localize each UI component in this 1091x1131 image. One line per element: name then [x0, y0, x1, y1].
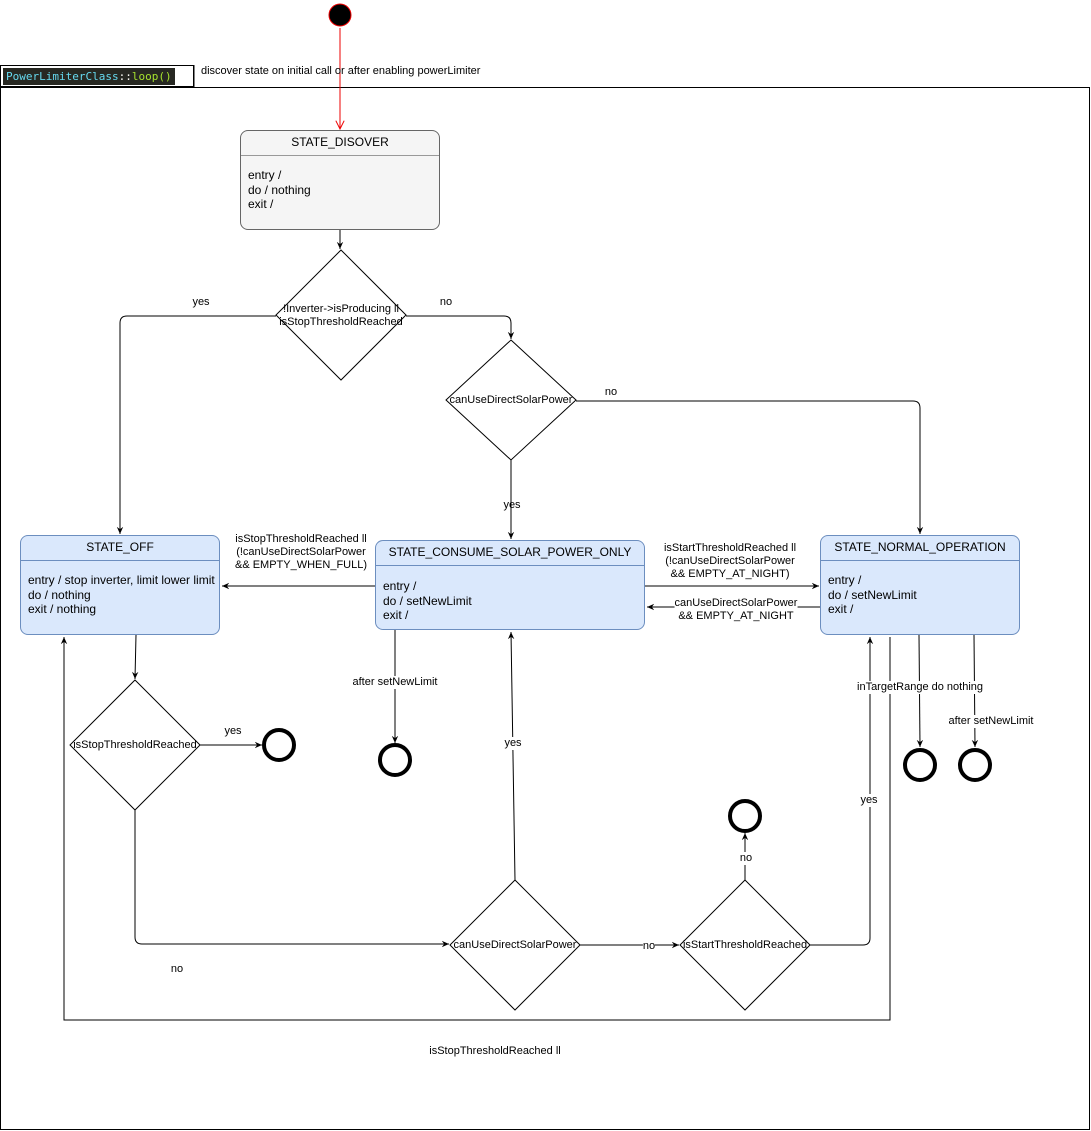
state-consume-solar[interactable]: STATE_CONSUME_SOLAR_POWER_ONLY entry / d… — [375, 540, 645, 630]
label-solar-after: after setNewLimit — [352, 676, 438, 689]
state-off-do: do / nothing — [28, 587, 91, 602]
edge-d1-no — [406, 315, 515, 339]
label-solar-to-normal-2: (!canUseDirectSolarPower — [665, 555, 795, 567]
final-node-normal-1 — [903, 748, 937, 782]
frame-border — [0, 87, 1090, 1130]
state-normal-do: do / setNewLimit — [828, 587, 917, 602]
state-normal-operation[interactable]: STATE_NORMAL_OPERATION entry / do / setN… — [820, 535, 1020, 635]
code-label: PowerLimiterClass::loop() — [3, 68, 175, 85]
label-d3-no: no — [170, 963, 184, 975]
label-d2-no: no — [604, 386, 618, 398]
frame-caption: discover state on initial call or after … — [201, 65, 481, 77]
label-in-target-range: inTargetRange do nothing — [857, 681, 983, 694]
frame-tab: PowerLimiterClass::loop() — [0, 65, 194, 87]
decision-d1-line1: !Inverter->isProducing ll — [283, 303, 399, 315]
label-d5-no: no — [739, 852, 753, 865]
code-class: PowerLimiterClass — [6, 70, 119, 83]
state-discover[interactable]: STATE_DISOVER entry / do / nothing exit … — [240, 130, 440, 230]
label-normal-to-solar-2: && EMPTY_AT_NIGHT — [678, 610, 794, 622]
label-solar-to-off-1: isStopThresholdReached ll — [235, 533, 367, 545]
state-discover-title: STATE_DISOVER — [241, 131, 439, 156]
decision-d3-label: isStopThresholdReached — [73, 739, 197, 751]
code-sep: :: — [118, 70, 132, 83]
state-off[interactable]: STATE_OFF entry / stop inverter, limit l… — [20, 535, 220, 635]
state-discover-entry: entry / — [248, 168, 282, 182]
final-node-d5 — [728, 799, 762, 833]
decision-d5 — [679, 879, 811, 1011]
label-normal-to-solar: canUseDirectSolarPower && EMPTY_AT_NIGHT — [674, 597, 798, 623]
state-off-title: STATE_OFF — [21, 536, 219, 561]
label-solar-to-normal: isStartThresholdReached ll (!canUseDirec… — [664, 542, 796, 581]
label-d3-yes: yes — [224, 725, 242, 737]
code-fn: loop() — [131, 70, 172, 83]
state-discover-exit: exit / — [248, 197, 274, 211]
state-normal-entry: entry / — [828, 573, 862, 587]
edge-off-d3 — [131, 634, 139, 680]
label-solar-to-normal-3: && EMPTY_AT_NIGHT) — [670, 568, 790, 580]
state-off-exit: exit / nothing — [28, 602, 97, 616]
label-d4-yes: yes — [504, 737, 522, 750]
state-solar-title: STATE_CONSUME_SOLAR_POWER_ONLY — [376, 541, 644, 566]
edge-d1-yes — [116, 315, 276, 534]
label-d1-no: no — [439, 296, 453, 308]
label-solar-to-normal-1: isStartThresholdReached ll — [663, 542, 797, 554]
state-solar-exit: exit / — [383, 608, 409, 622]
label-bottom-loop: isStopThresholdReached ll — [429, 1045, 561, 1057]
label-d5-yes: yes — [860, 794, 878, 807]
label-d1-yes: yes — [192, 296, 210, 308]
state-normal-title: STATE_NORMAL_OPERATION — [821, 536, 1019, 561]
state-solar-do: do / setNewLimit — [383, 593, 472, 608]
final-node-d3 — [262, 728, 296, 762]
label-solar-to-off: isStopThresholdReached ll (!canUseDirect… — [235, 533, 367, 572]
label-solar-to-off-3: && EMPTY_WHEN_FULL) — [234, 559, 368, 571]
final-node-normal-2 — [958, 748, 992, 782]
decision-d1-line2: isStopThresholdReached — [279, 316, 403, 328]
label-d2-yes: yes — [503, 499, 521, 511]
label-normal-after: after setNewLimit — [948, 715, 1034, 728]
decision-d5-label: isStartThresholdReached — [682, 939, 808, 951]
state-solar-entry: entry / — [383, 579, 417, 593]
edge-d2-no — [576, 400, 924, 534]
final-node-solar — [378, 743, 412, 777]
decision-d4 — [449, 879, 581, 1011]
label-normal-to-solar-1: canUseDirectSolarPower — [674, 597, 798, 609]
decision-d4-label: canUseDirectSolarPower — [453, 939, 577, 951]
label-solar-to-off-2: (!canUseDirectSolarPower — [236, 546, 366, 558]
edge-d5-yes — [810, 637, 874, 946]
edge-normal-off-loop — [60, 637, 891, 1021]
initial-node — [328, 3, 352, 27]
state-normal-exit: exit / — [828, 602, 854, 616]
edge-d3-no — [134, 810, 449, 948]
state-discover-do: do / nothing — [248, 182, 311, 197]
edge-d4-yes — [507, 631, 516, 881]
decision-d1 — [275, 249, 407, 381]
decision-d1-label: !Inverter->isProducing ll isStopThreshol… — [279, 303, 403, 329]
label-d4-no: no — [642, 940, 656, 953]
state-off-entry: entry / stop inverter, limit lower limit — [28, 573, 215, 587]
decision-d2-label: canUseDirectSolarPower — [449, 394, 573, 406]
